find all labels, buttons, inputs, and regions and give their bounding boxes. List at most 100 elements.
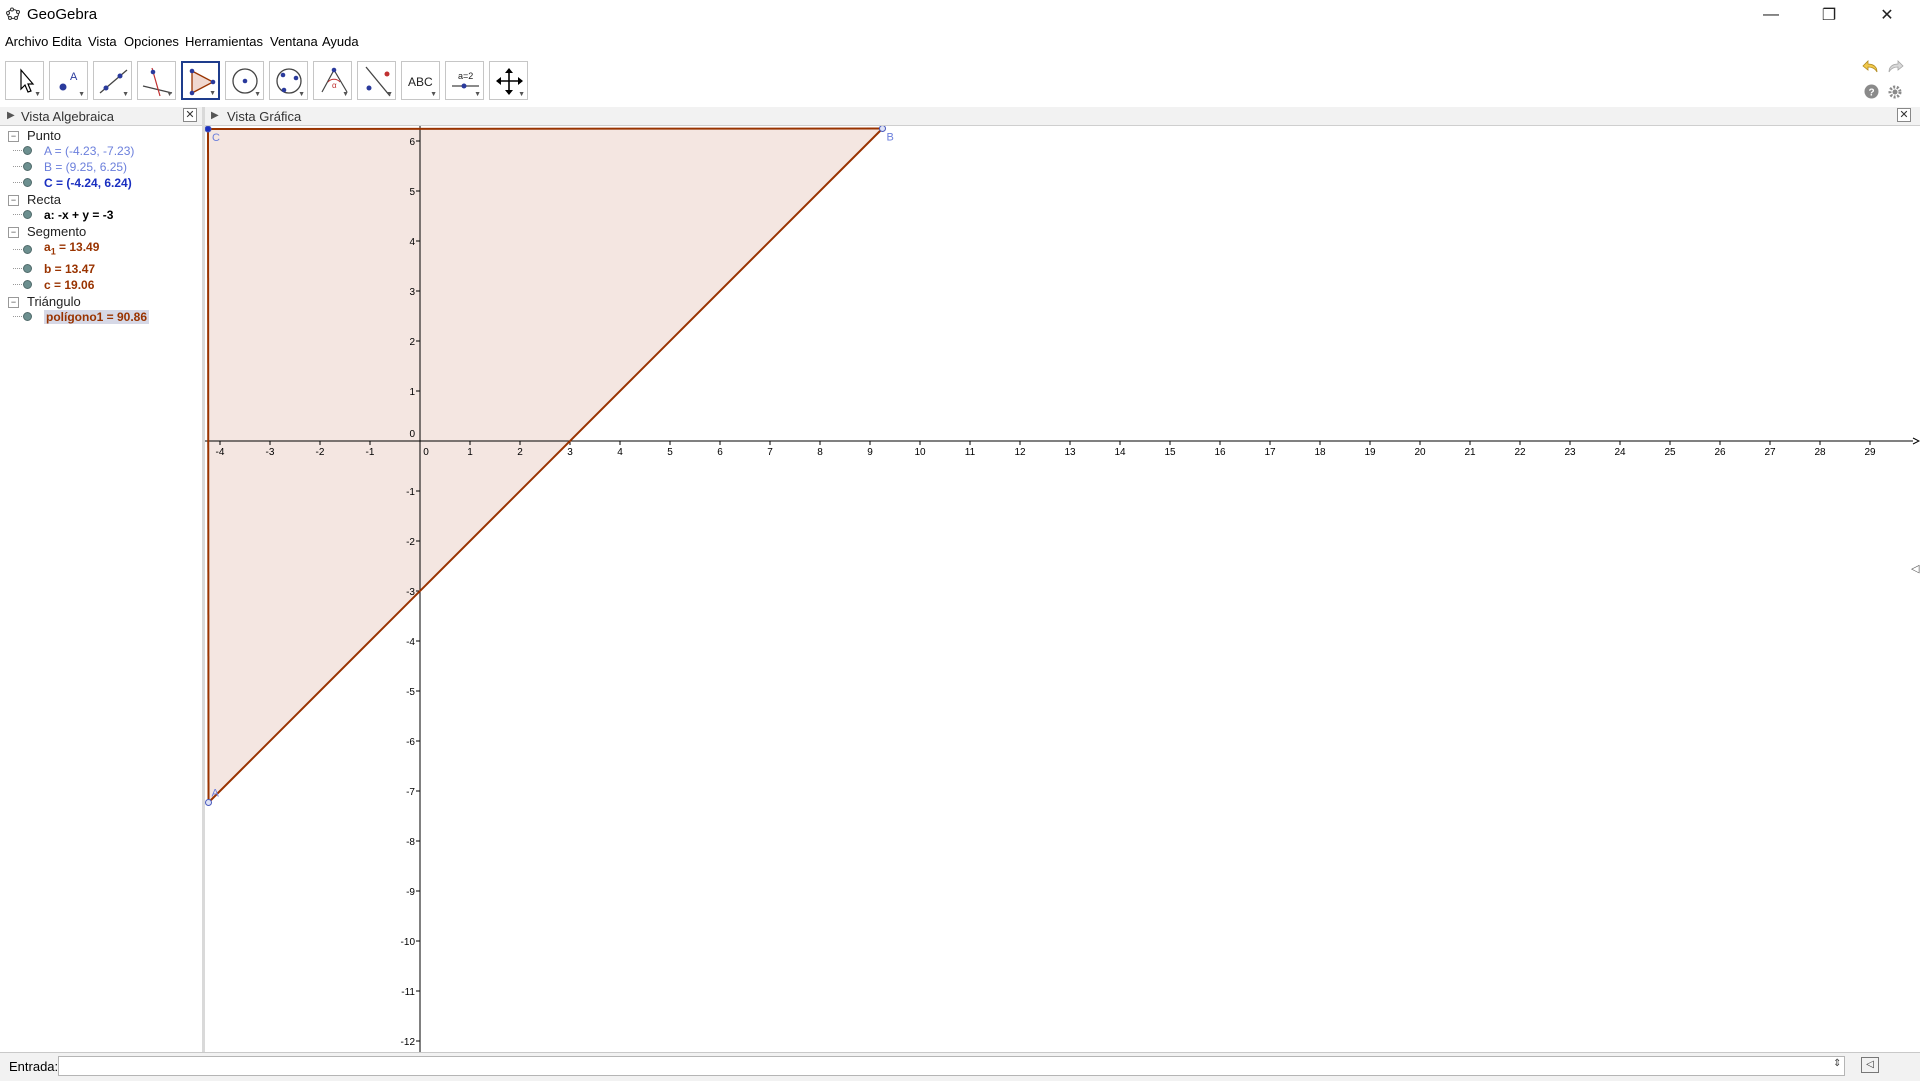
- virtual-keyboard-icon[interactable]: ◁: [1861, 1057, 1879, 1073]
- svg-text:A: A: [70, 71, 78, 83]
- y-tick-label: -7: [406, 787, 415, 798]
- x-tick-label: -2: [316, 447, 325, 458]
- x-tick-label: 27: [1764, 447, 1776, 458]
- graphics-view-header[interactable]: ▶ Vista Gráfica ✕: [205, 107, 1920, 126]
- group-punto[interactable]: −Punto: [8, 128, 61, 143]
- redo-icon[interactable]: [1886, 59, 1904, 75]
- minimize-button[interactable]: —: [1748, 0, 1794, 30]
- menu-edita[interactable]: Edita: [52, 34, 82, 49]
- line-tool-button[interactable]: ▼: [93, 61, 132, 100]
- conic-tool-button[interactable]: ▼: [269, 61, 308, 100]
- visibility-toggle-icon[interactable]: [23, 312, 32, 321]
- menu-vista[interactable]: Vista: [88, 34, 117, 49]
- algebra-view-header[interactable]: ▶ Vista Algebraica ✕: [0, 107, 202, 126]
- y-tick-label: 2: [409, 337, 415, 348]
- x-tick-label: 21: [1464, 447, 1476, 458]
- collapse-icon[interactable]: −: [8, 195, 19, 206]
- help-icon[interactable]: ?: [1864, 84, 1879, 99]
- move-graphics-tool-button[interactable]: ▼: [489, 61, 528, 100]
- angle-icon: α: [321, 67, 348, 93]
- x-tick-label: 22: [1514, 447, 1526, 458]
- point-tool-button[interactable]: A▼: [49, 61, 88, 100]
- angle-tool-button[interactable]: α▼: [313, 61, 352, 100]
- polygon-tool-button[interactable]: ▼: [181, 61, 220, 100]
- visibility-toggle-icon[interactable]: [23, 178, 32, 187]
- x-tick-label: 6: [717, 447, 723, 458]
- menu-ventana[interactable]: Ventana: [270, 34, 318, 49]
- algebra-item-polygon1[interactable]: polígono1 = 90.86: [13, 310, 150, 324]
- text-tool-button[interactable]: ABC▼: [401, 61, 440, 100]
- undo-icon[interactable]: [1862, 59, 1880, 75]
- collapse-icon[interactable]: −: [8, 297, 19, 308]
- maximize-button[interactable]: ❐: [1806, 0, 1852, 30]
- close-algebra-view-button[interactable]: ✕: [183, 108, 197, 122]
- perpendicular-tool-button[interactable]: ▼: [137, 61, 176, 100]
- side-panel-toggle-icon[interactable]: ◁: [1911, 563, 1920, 575]
- algebra-item-point-C[interactable]: C = (-4.24, 6.24): [13, 176, 132, 190]
- restore-icon: ❐: [1821, 7, 1837, 24]
- point-B: [879, 126, 886, 132]
- visibility-toggle-icon[interactable]: [23, 162, 32, 171]
- algebra-item-line-a[interactable]: a: -x + y = -3: [13, 208, 113, 222]
- algebra-item-point-B[interactable]: B = (9.25, 6.25): [13, 160, 127, 174]
- algebra-view: −Punto A = (-4.23, -7.23) B = (9.25, 6.2…: [0, 126, 202, 1052]
- reflect-tool-button[interactable]: ▼: [357, 61, 396, 100]
- slider-tool-button[interactable]: a=2▼: [445, 61, 484, 100]
- group-label: Triángulo: [27, 294, 81, 309]
- visibility-toggle-icon[interactable]: [23, 280, 32, 289]
- x-tick-label: 1: [467, 447, 473, 458]
- segment-b: [207, 127, 883, 130]
- move-tool-button[interactable]: ▼: [5, 61, 44, 100]
- group-recta[interactable]: −Recta: [8, 192, 61, 207]
- close-button[interactable]: ✕: [1864, 0, 1910, 30]
- group-label: Punto: [27, 128, 61, 143]
- menu-ayuda[interactable]: Ayuda: [322, 34, 359, 49]
- perpendicular-icon: [142, 67, 173, 97]
- menu-herramientas[interactable]: Herramientas: [185, 34, 264, 49]
- close-icon: ✕: [1880, 7, 1894, 24]
- circle-icon: [232, 68, 258, 94]
- group-triangulo[interactable]: −Triángulo: [8, 294, 81, 309]
- close-graphics-view-button[interactable]: ✕: [1897, 108, 1911, 122]
- x-tick-label: 14: [1114, 447, 1126, 458]
- panel-expand-icon[interactable]: ▶: [7, 110, 15, 121]
- slider-icon: a=2: [452, 71, 479, 89]
- x-tick-label: 11: [965, 447, 976, 458]
- y-tick-label: 0: [409, 429, 415, 440]
- input-label: Entrada:: [9, 1059, 59, 1074]
- item-label: c = 19.06: [44, 278, 95, 292]
- y-tick-label: -10: [401, 937, 416, 948]
- y-tick-label: -2: [406, 537, 415, 548]
- title-bar: [0, 0, 1920, 30]
- x-tick-label: 19: [1364, 447, 1376, 458]
- group-segmento[interactable]: −Segmento: [8, 224, 86, 239]
- collapse-icon[interactable]: −: [8, 227, 19, 238]
- circle-tool-button[interactable]: ▼: [225, 61, 264, 100]
- algebra-item-point-A[interactable]: A = (-4.23, -7.23): [13, 144, 134, 158]
- x-tick-label: 3: [567, 447, 573, 458]
- visibility-toggle-icon[interactable]: [23, 146, 32, 155]
- algebra-view-title: Vista Algebraica: [21, 109, 114, 124]
- group-label: Recta: [27, 192, 61, 207]
- settings-gear-icon[interactable]: [1887, 84, 1903, 100]
- panel-expand-icon[interactable]: ▶: [211, 110, 219, 121]
- svg-text:?: ?: [1869, 88, 1875, 99]
- algebra-item-segment-a1[interactable]: a1 = 13.49: [13, 240, 99, 256]
- menu-archivo[interactable]: Archivo: [5, 34, 49, 49]
- algebra-item-segment-b[interactable]: b = 13.47: [13, 262, 95, 276]
- menu-opciones[interactable]: Opciones: [124, 34, 179, 49]
- graphics-view-title: Vista Gráfica: [227, 109, 302, 124]
- move-arrows-icon: [496, 68, 523, 95]
- panel-splitter[interactable]: [202, 107, 205, 1052]
- algebra-item-segment-c[interactable]: c = 19.06: [13, 278, 95, 292]
- item-label-main: a: [44, 240, 51, 254]
- window-title: GeoGebra: [27, 6, 98, 23]
- visibility-toggle-icon[interactable]: [23, 264, 32, 273]
- input-field[interactable]: [58, 1056, 1845, 1076]
- visibility-toggle-icon[interactable]: [23, 245, 32, 254]
- input-history-icon[interactable]: ⇕: [1833, 1058, 1842, 1069]
- collapse-icon[interactable]: −: [8, 131, 19, 142]
- visibility-toggle-icon[interactable]: [23, 210, 32, 219]
